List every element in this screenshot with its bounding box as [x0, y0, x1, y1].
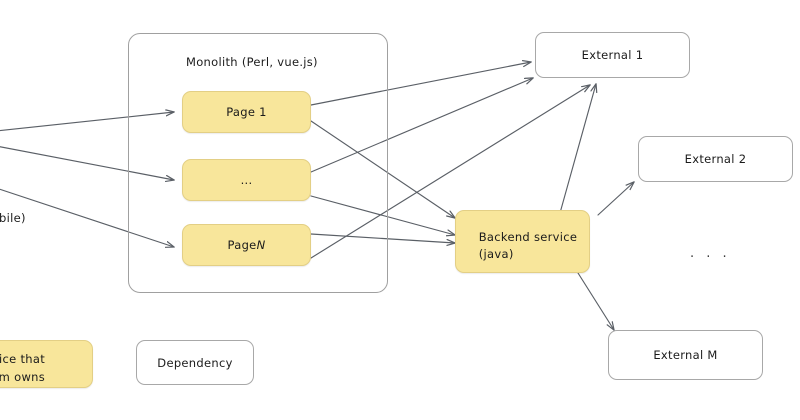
node-backend-service-line1: Backend service [478, 229, 578, 244]
node-page-ellipsis[interactable]: ... [182, 159, 311, 201]
node-page-n-label-suffix: N [256, 238, 266, 252]
arrow-backend-to-external1 [559, 84, 596, 214]
clipped-client-label: bile) [0, 211, 26, 225]
node-page-ellipsis-label: ... [240, 173, 253, 187]
node-page-1[interactable]: Page 1 [182, 91, 311, 133]
arrow-client-to-page1 [0, 112, 174, 132]
node-external-1[interactable]: External 1 [535, 32, 690, 78]
arrow-page1-to-external1 [310, 62, 531, 106]
arrow-backend-to-external2 [597, 182, 634, 216]
arrow-pagen-to-backend [310, 233, 455, 243]
arrow-page-mid-to-external1 [310, 78, 533, 173]
node-page-1-label: Page 1 [226, 105, 267, 119]
node-page-n[interactable]: Page N [182, 224, 311, 266]
external-list-ellipsis: . . . [690, 246, 731, 261]
arrow-page-mid-to-backend [310, 195, 455, 235]
arrow-client-to-page-mid [0, 146, 174, 180]
node-backend-service-label: Backend service (java) [468, 221, 578, 262]
arrow-pagen-to-external1 [310, 85, 590, 259]
node-backend-service-line2: (java) [478, 246, 514, 261]
node-external-2[interactable]: External 2 [638, 136, 793, 182]
legend-owned-service-line2: eam owns [0, 369, 46, 384]
node-external-m[interactable]: External M [608, 330, 763, 380]
arrow-backend-to-externalm [577, 272, 614, 330]
monolith-container [128, 33, 388, 293]
node-external-m-label: External M [653, 348, 718, 362]
legend-owned-service-label: vice that eam owns [0, 342, 57, 386]
monolith-container-title: Monolith (Perl, vue.js) [186, 55, 318, 69]
node-external-2-label: External 2 [684, 152, 747, 166]
legend-owned-service-line1: vice that [0, 352, 46, 367]
legend-dependency-label: Dependency [157, 355, 233, 370]
legend-owned-service: vice that eam owns [0, 340, 93, 388]
legend-dependency: Dependency [136, 340, 254, 385]
arrow-client-to-pagen [0, 188, 174, 247]
arrow-page1-to-backend [310, 120, 455, 218]
node-external-1-label: External 1 [581, 48, 644, 62]
node-backend-service[interactable]: Backend service (java) [455, 210, 590, 273]
node-page-n-label-prefix: Page [227, 238, 257, 252]
